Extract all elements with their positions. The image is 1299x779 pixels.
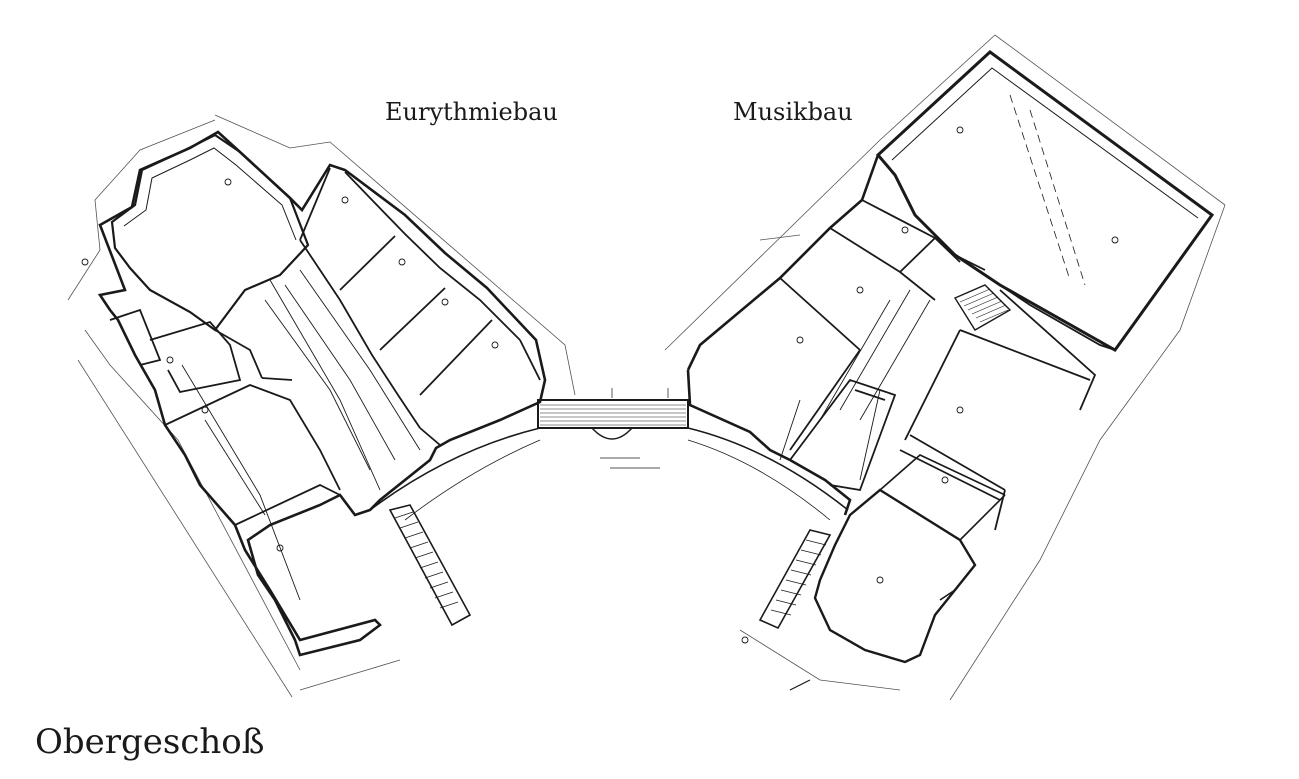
- bridge: [537, 388, 689, 469]
- courtyard-curve: [369, 427, 849, 511]
- music-hall: [875, 50, 1215, 352]
- music-hall-dashed-lines: [1009, 94, 1086, 286]
- left-wing-rooms: [299, 167, 541, 446]
- courtyard-curve-inner: [404, 439, 831, 521]
- right-stair-center: [953, 284, 1012, 331]
- left-wing-dimension-lines: [67, 114, 576, 698]
- right-wing-rooms: [779, 199, 1116, 531]
- left-wing: [67, 114, 576, 698]
- right-wing-lower-block: [813, 488, 977, 664]
- right-wing-outer-wall: [686, 154, 880, 516]
- left-building-label: Eurythmiebau: [385, 98, 558, 126]
- left-wing-lower-rooms: [109, 308, 341, 526]
- right-wing-dimension-lines: [664, 34, 1226, 701]
- right-wing-lower-rooms: [879, 454, 1006, 601]
- right-wing-lower-lines: [779, 289, 931, 481]
- right-stair: [758, 529, 832, 630]
- floor-title: Obergeschoß: [35, 722, 265, 762]
- eurythmy-hall-inner-line: [123, 147, 297, 241]
- music-hall-inner-line: [891, 67, 1199, 219]
- eurythmy-hall: [110, 133, 310, 332]
- left-wing-corridor-lines: [181, 269, 421, 601]
- right-building-label: Musikbau: [733, 98, 853, 126]
- room-annotation-marks: [81, 126, 1119, 644]
- left-stair: [388, 504, 472, 627]
- left-wing-outer-wall: [97, 130, 547, 657]
- right-wing: [664, 34, 1226, 701]
